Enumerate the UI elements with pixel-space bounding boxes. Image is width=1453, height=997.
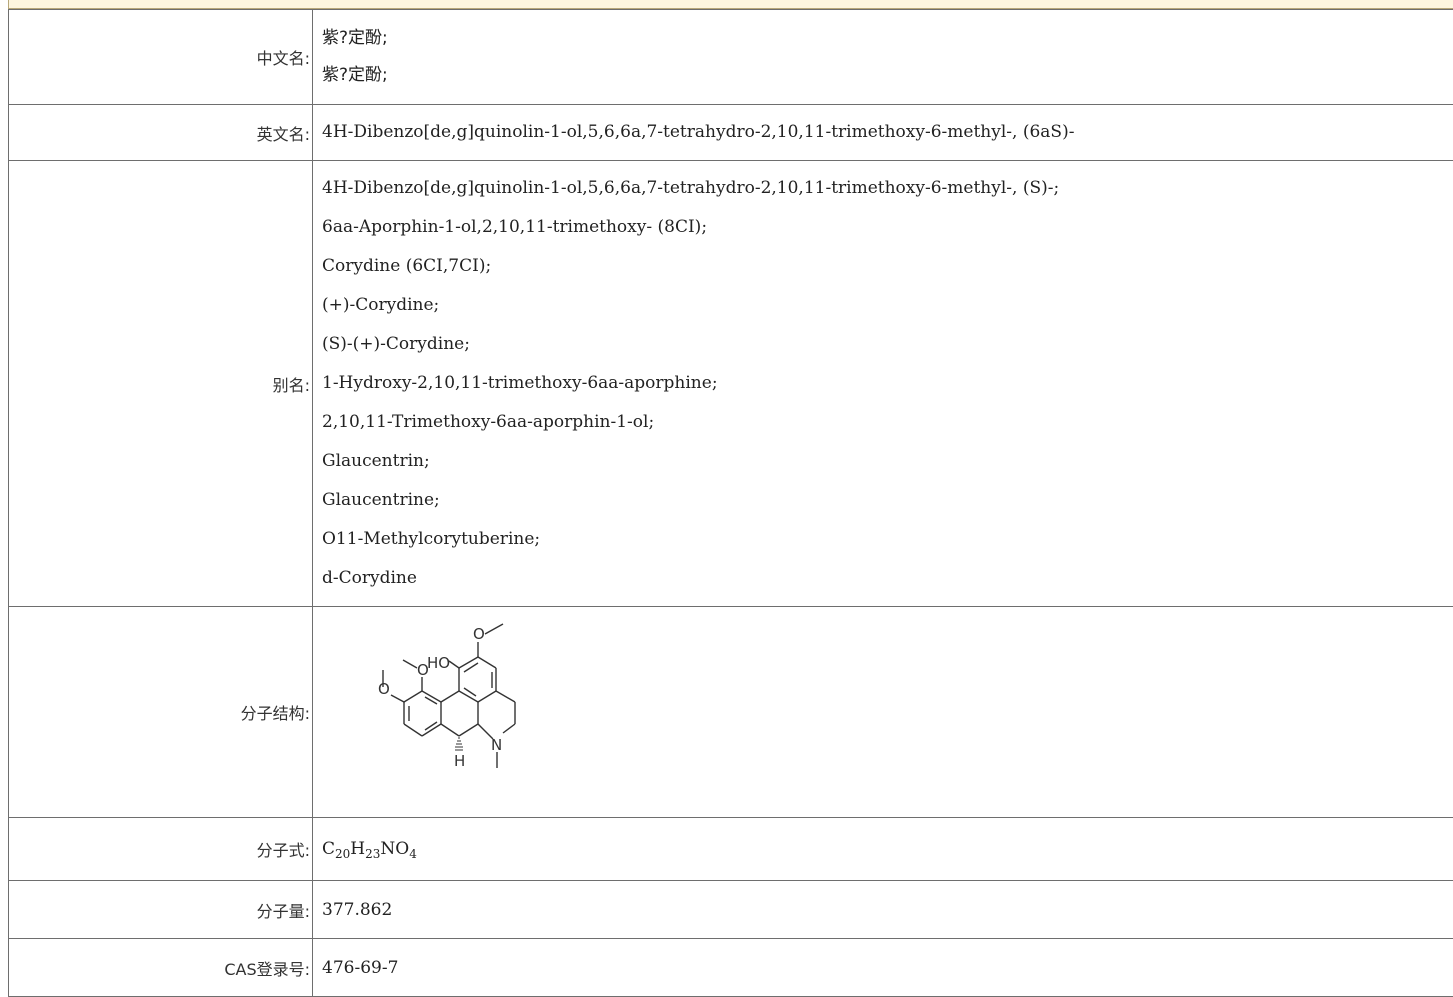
- weight-label: 分子量:: [9, 881, 313, 939]
- chinese-name-value: 紫?定酚; 紫?定酚;: [313, 10, 1453, 105]
- formula-element: C: [322, 839, 335, 859]
- chinese-name-label: 中文名:: [9, 10, 313, 105]
- cas-value: 476-69-7: [313, 939, 1453, 997]
- atom-label: H: [454, 752, 465, 770]
- formula-element: NO: [380, 839, 409, 859]
- cas-label: CAS登录号:: [9, 939, 313, 997]
- molecular-structure-image: O O O HO N H: [321, 612, 551, 812]
- formula-subscript: 23: [365, 847, 380, 861]
- formula-element: H: [350, 839, 365, 859]
- atom-label: O: [473, 625, 485, 643]
- atom-label: O: [378, 680, 390, 698]
- row-molecular-weight: 分子量: 377.862: [9, 881, 1453, 939]
- atom-label: N: [491, 736, 502, 754]
- alias-item: 1-Hydroxy-2,10,11-trimethoxy-6aa-aporphi…: [322, 364, 1453, 403]
- chinese-name-line: 紫?定酚;: [322, 20, 1453, 57]
- alias-item: 2,10,11-Trimethoxy-6aa-aporphin-1-ol;: [322, 403, 1453, 442]
- alias-item: 4H-Dibenzo[de,g]quinolin-1-ol,5,6,6a,7-t…: [322, 169, 1453, 208]
- row-structure: 分子结构:: [9, 607, 1453, 818]
- atom-label: HO: [427, 654, 450, 672]
- formula-value: C20H23NO4: [313, 818, 1453, 881]
- formula-subscript: 20: [335, 847, 350, 861]
- aliases-label: 别名:: [9, 161, 313, 607]
- aliases-value: 4H-Dibenzo[de,g]quinolin-1-ol,5,6,6a,7-t…: [313, 161, 1453, 607]
- alias-item: O11-Methylcorytuberine;: [322, 520, 1453, 559]
- alias-item: Glaucentrin;: [322, 442, 1453, 481]
- structure-label: 分子结构:: [9, 607, 313, 818]
- row-chinese-name: 中文名: 紫?定酚; 紫?定酚;: [9, 10, 1453, 105]
- alias-item: (+)-Corydine;: [322, 286, 1453, 325]
- alias-item: d-Corydine: [322, 559, 1453, 598]
- weight-value: 377.862: [313, 881, 1453, 939]
- alias-item: (S)-(+)-Corydine;: [322, 325, 1453, 364]
- row-cas: CAS登录号: 476-69-7: [9, 939, 1453, 997]
- english-name-value: 4H-Dibenzo[de,g]quinolin-1-ol,5,6,6a,7-t…: [313, 105, 1453, 161]
- formula-label: 分子式:: [9, 818, 313, 881]
- chinese-name-line: 紫?定酚;: [322, 57, 1453, 94]
- formula-subscript: 4: [409, 847, 417, 861]
- formula-text: C20H23NO4: [322, 839, 417, 859]
- compound-info-table: 中文名: 紫?定酚; 紫?定酚; 英文名: 4H-Dibenzo[de,g]qu…: [8, 9, 1453, 997]
- row-aliases: 别名: 4H-Dibenzo[de,g]quinolin-1-ol,5,6,6a…: [9, 161, 1453, 607]
- row-english-name: 英文名: 4H-Dibenzo[de,g]quinolin-1-ol,5,6,6…: [9, 105, 1453, 161]
- english-name-label: 英文名:: [9, 105, 313, 161]
- alias-item: Glaucentrine;: [322, 481, 1453, 520]
- structure-cell: O O O HO N H: [313, 607, 1453, 818]
- alias-item: 6aa-Aporphin-1-ol,2,10,11-trimethoxy- (8…: [322, 208, 1453, 247]
- header-band: [8, 0, 1453, 9]
- alias-item: Corydine (6CI,7CI);: [322, 247, 1453, 286]
- row-formula: 分子式: C20H23NO4: [9, 818, 1453, 881]
- english-name-text: 4H-Dibenzo[de,g]quinolin-1-ol,5,6,6a,7-t…: [322, 113, 1453, 152]
